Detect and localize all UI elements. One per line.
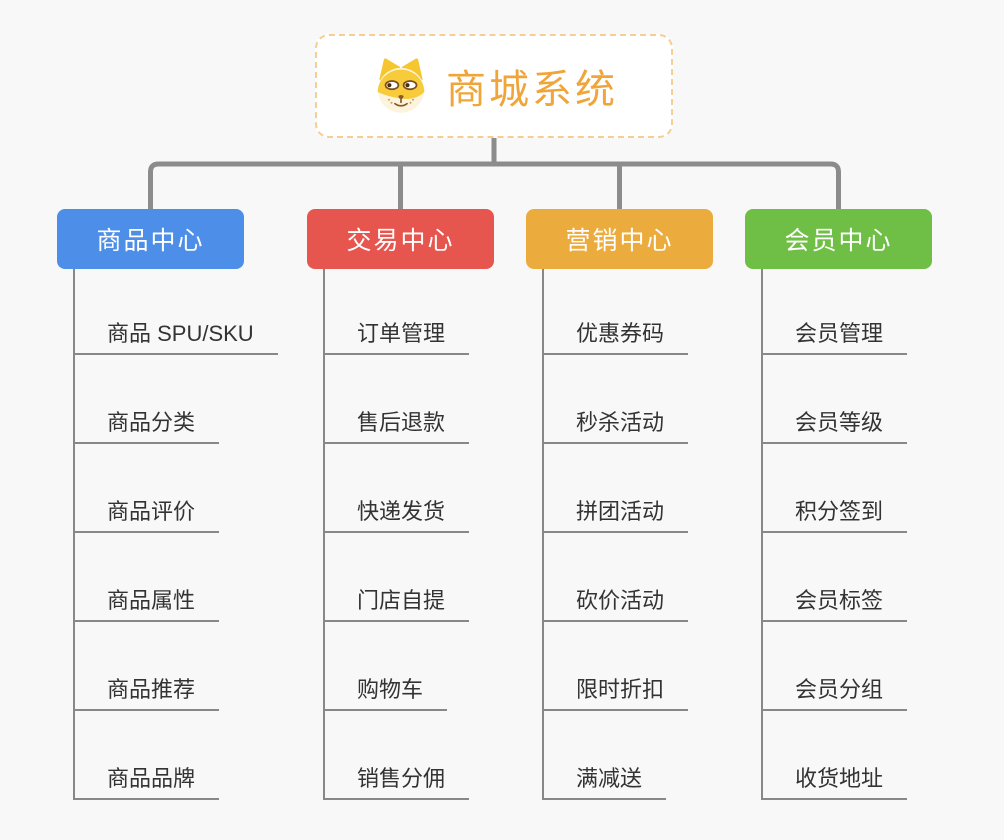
topic-after-sale-refund[interactable]: 售后退款 (325, 355, 470, 444)
topic-store-pickup[interactable]: 门店自提 (325, 533, 470, 622)
root-topic-label: 商城系统 (446, 68, 618, 112)
topic-bargain-activity[interactable]: 砍价活动 (544, 533, 689, 622)
topic-product-category[interactable]: 商品分类 (75, 355, 220, 444)
branch-marketing-center: 营销中心 优惠券码 秒杀活动 拼团活动 砍价活动 限时折扣 满减送 (526, 209, 713, 800)
topic-express-delivery[interactable]: 快递发货 (325, 444, 470, 533)
topic-product-brand[interactable]: 商品品牌 (75, 711, 220, 800)
branch-trade-center: 交易中心 订单管理 售后退款 快递发货 门店自提 购物车 销售分佣 (307, 209, 494, 800)
branch-header-trade-center[interactable]: 交易中心 (307, 209, 494, 269)
topic-shopping-cart[interactable]: 购物车 (325, 622, 448, 711)
topic-group-buying[interactable]: 拼团活动 (544, 444, 689, 533)
topic-product-attribute[interactable]: 商品属性 (75, 533, 220, 622)
topic-member-tag[interactable]: 会员标签 (763, 533, 908, 622)
topic-flash-sale[interactable]: 秒杀活动 (544, 355, 689, 444)
topic-member-level[interactable]: 会员等级 (763, 355, 908, 444)
branch-header-marketing-center[interactable]: 营销中心 (526, 209, 713, 269)
branch-items-member-center: 会员管理 会员等级 积分签到 会员标签 会员分组 收货地址 (761, 269, 932, 800)
branch-product-center: 商品中心 商品 SPU/SKU 商品分类 商品评价 商品属性 商品推荐 商品品牌 (57, 209, 278, 800)
topic-product-review[interactable]: 商品评价 (75, 444, 220, 533)
branch-items-marketing-center: 优惠券码 秒杀活动 拼团活动 砍价活动 限时折扣 满减送 (542, 269, 713, 800)
topic-product-spu-sku[interactable]: 商品 SPU/SKU (75, 269, 278, 355)
branch-member-center: 会员中心 会员管理 会员等级 积分签到 会员标签 会员分组 收货地址 (745, 209, 932, 800)
root-topic[interactable]: 商城系统 (315, 34, 673, 138)
topic-order-management[interactable]: 订单管理 (325, 269, 470, 355)
topic-coupon-code[interactable]: 优惠券码 (544, 269, 689, 355)
topic-limited-time-discount[interactable]: 限时折扣 (544, 622, 689, 711)
branch-header-product-center[interactable]: 商品中心 (57, 209, 244, 269)
topic-sales-commission[interactable]: 销售分佣 (325, 711, 470, 800)
topic-product-recommend[interactable]: 商品推荐 (75, 622, 220, 711)
branch-rail-connector (148, 161, 841, 210)
branch-items-product-center: 商品 SPU/SKU 商品分类 商品评价 商品属性 商品推荐 商品品牌 (73, 269, 278, 800)
topic-member-group[interactable]: 会员分组 (763, 622, 908, 711)
branch-items-trade-center: 订单管理 售后退款 快递发货 门店自提 购物车 销售分佣 (323, 269, 494, 800)
branch-header-member-center[interactable]: 会员中心 (745, 209, 932, 269)
dog-face-icon (377, 58, 425, 113)
topic-shipping-address[interactable]: 收货地址 (763, 711, 908, 800)
topic-points-checkin[interactable]: 积分签到 (763, 444, 908, 533)
topic-full-reduction[interactable]: 满减送 (544, 711, 667, 800)
topic-member-management[interactable]: 会员管理 (763, 269, 908, 355)
